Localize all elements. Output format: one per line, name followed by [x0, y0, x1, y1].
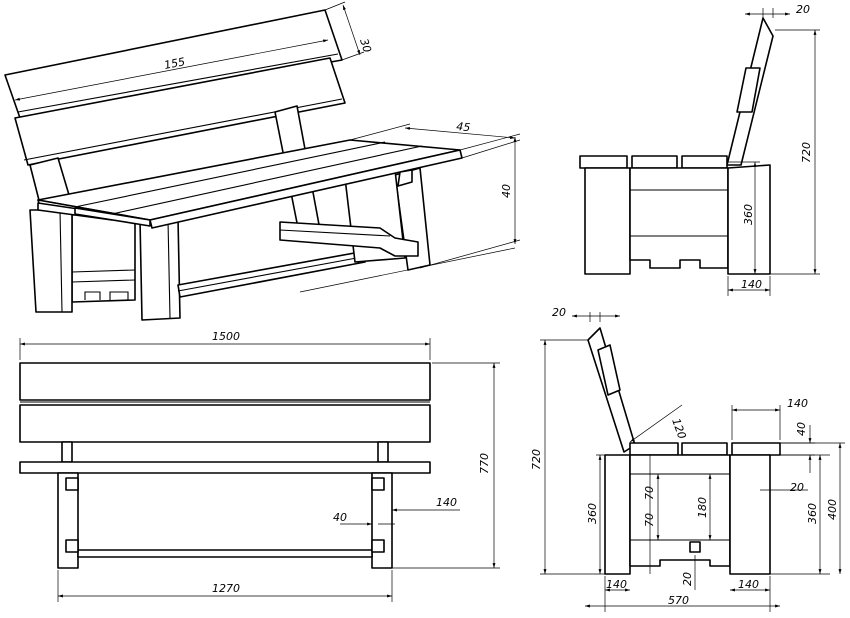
dim-side-bottom-140-right: 140 — [738, 578, 759, 591]
front-view: 1500 770 140 40 1270 — [19, 330, 500, 602]
dim-front-40: 40 — [333, 511, 347, 524]
dim-side-top-360: 360 — [742, 204, 755, 225]
dim-front-1270: 1270 — [212, 582, 240, 595]
dim-side-bottom-40: 40 — [795, 422, 808, 436]
dim-side-bottom-140-top: 140 — [787, 397, 808, 410]
side-view-top: 20 720 360 140 — [579, 3, 820, 296]
dim-side-top-140: 140 — [741, 278, 762, 291]
dim-iso-45: 45 — [456, 120, 471, 134]
dim-side-bottom-360-right: 360 — [806, 503, 819, 524]
dim-side-bottom-120: 120 — [669, 417, 688, 441]
dim-side-bottom-720: 720 — [530, 449, 543, 470]
iso-seat — [37, 139, 463, 229]
dim-side-bottom-70-a: 70 — [643, 486, 656, 500]
dim-side-bottom-570: 570 — [668, 594, 689, 607]
dim-side-bottom-20-bot: 20 — [681, 572, 694, 586]
dim-front-1500: 1500 — [212, 330, 240, 343]
dim-side-top-720: 720 — [800, 142, 813, 163]
isometric-view: 155 30 45 40 — [4, 1, 521, 321]
dim-side-bottom-180: 180 — [696, 497, 709, 518]
dim-iso-30: 30 — [357, 37, 374, 54]
dim-side-bottom-400: 400 — [826, 499, 839, 520]
dim-side-bottom-20-mid: 20 — [790, 481, 804, 494]
dim-side-bottom-70-b: 70 — [643, 513, 656, 527]
dim-side-bottom-20-top: 20 — [552, 306, 566, 319]
dim-iso-155: 155 — [163, 55, 186, 72]
side-view-bottom: 20 720 120 140 40 20 70 70 180 360 360 4… — [530, 306, 845, 612]
dim-iso-40: 40 — [500, 184, 513, 198]
dim-side-top-20: 20 — [796, 3, 810, 16]
iso-dimensions — [14, 1, 521, 293]
dim-front-140: 140 — [436, 496, 457, 509]
dim-front-770: 770 — [478, 453, 491, 474]
dim-side-bottom-140-left: 140 — [606, 578, 627, 591]
dim-side-bottom-360-left: 360 — [586, 503, 599, 524]
